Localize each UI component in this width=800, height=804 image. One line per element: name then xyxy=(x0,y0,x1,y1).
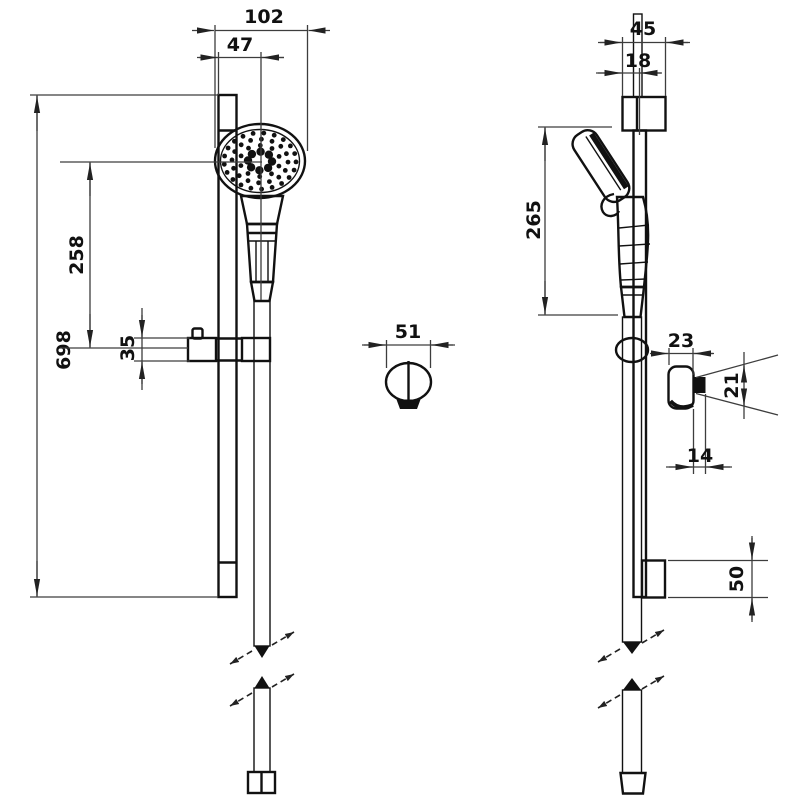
dim-head-center-to-holder: 258 xyxy=(66,235,88,275)
dim-head-diameter: 102 xyxy=(244,6,284,28)
holder-ring-side xyxy=(614,336,650,364)
dim-top-bracket-width: 45 xyxy=(630,18,656,40)
dim-wall-holder-depth: 23 xyxy=(668,330,694,352)
dim-rail-length: 698 xyxy=(53,330,75,370)
front-view xyxy=(186,93,307,795)
hose-side xyxy=(619,316,647,795)
dimensions-layer: 102 47 698 258 35 51 xyxy=(30,6,779,622)
dim-wall-holder-knob-width: 14 xyxy=(687,445,713,467)
dim-holder-height: 35 xyxy=(117,335,139,361)
top-bracket-side xyxy=(621,95,667,132)
dim-handset-height: 265 xyxy=(523,200,545,240)
hose-break-marks-front xyxy=(229,631,295,707)
shower-head-side xyxy=(571,129,651,319)
dim-wall-holder-knob-height: 21 xyxy=(721,372,743,398)
hose-front xyxy=(246,300,277,795)
wall-holder-detail xyxy=(667,365,706,410)
hose-break-marks-side xyxy=(597,629,665,709)
slider-holder-front xyxy=(186,327,272,363)
spray-nozzle-dots xyxy=(221,130,299,192)
side-view xyxy=(571,13,706,795)
handset-hook-side xyxy=(600,192,621,218)
rail-front xyxy=(217,93,238,599)
shower-head-front xyxy=(213,122,307,200)
holder-top-view xyxy=(384,361,433,409)
dim-rail-depth: 18 xyxy=(625,50,651,72)
hose-fitting-side xyxy=(619,771,647,795)
handle-front xyxy=(239,194,285,303)
dim-rail-to-head-center: 47 xyxy=(227,34,253,56)
dim-bottom-bracket-height: 50 xyxy=(726,566,748,592)
bottom-bracket-side xyxy=(640,559,667,599)
dim-holder-width: 51 xyxy=(395,321,421,343)
